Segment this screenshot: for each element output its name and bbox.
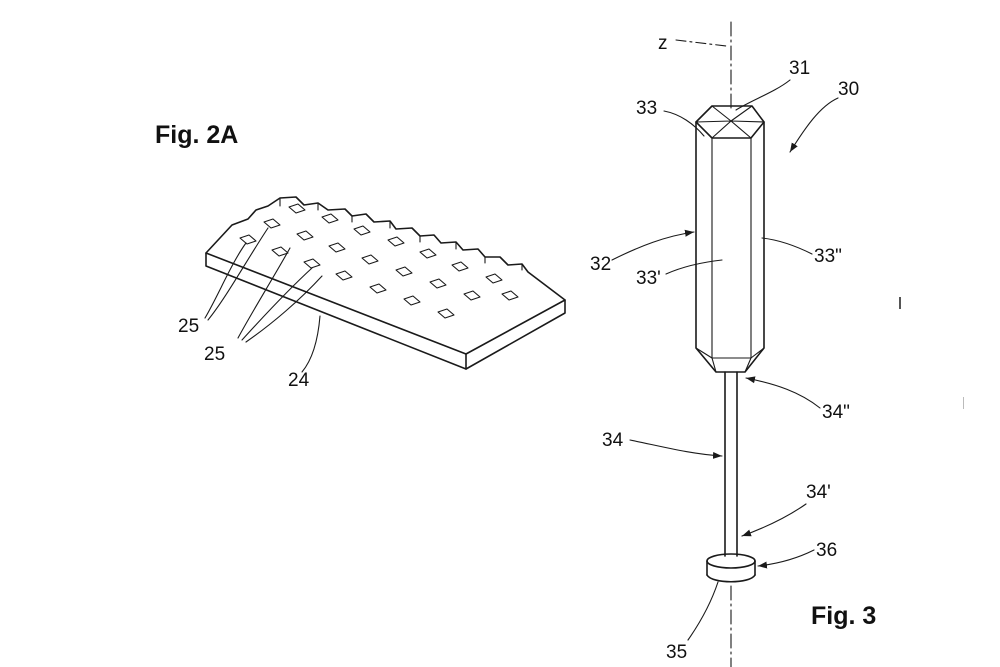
label-30: 30: [838, 79, 859, 100]
leader-33: [663, 110, 705, 137]
figure-2a-title: Fig. 2A: [155, 121, 238, 149]
label-z: z: [658, 33, 668, 54]
leaders-25: [204, 227, 323, 343]
label-34: 34: [602, 430, 624, 451]
prism-body: [695, 105, 765, 373]
cavity-grid: [239, 203, 519, 319]
label-33: 33: [636, 98, 657, 119]
label-32: 32: [590, 254, 611, 275]
label-35: 35: [666, 642, 687, 663]
label-33-prime: 33': [636, 268, 661, 289]
label-24: 24: [288, 370, 310, 391]
leader-34-doubleprime: [745, 376, 821, 409]
leader-31: [735, 79, 791, 111]
label-34-doubleprime: 34": [822, 402, 850, 423]
leader-34-prime: [741, 503, 807, 537]
figure-3: Fig. 3 z 31 30 33: [590, 21, 876, 667]
label-25-b: 25: [204, 344, 225, 365]
label-31: 31: [789, 58, 810, 79]
scan-mark: [899, 297, 901, 309]
grid-plate: [205, 196, 566, 370]
leader-24: [301, 315, 321, 373]
leader-35: [687, 581, 719, 641]
leader-36: [757, 549, 815, 569]
figure-3-title: Fig. 3: [811, 602, 876, 630]
label-33-doubleprime: 33": [814, 246, 842, 267]
disc: [706, 553, 756, 583]
label-36: 36: [816, 540, 837, 561]
leader-30: [789, 97, 839, 153]
leader-33-doubleprime: [761, 237, 813, 255]
label-25-a: 25: [178, 316, 199, 337]
scan-mark: [963, 397, 964, 409]
leader-32: [611, 229, 695, 261]
stem: [724, 371, 738, 557]
figure-2a: Fig. 2A: [155, 121, 566, 391]
leader-34: [629, 439, 723, 459]
leader-33-prime: [665, 259, 723, 275]
label-34-prime: 34': [806, 482, 831, 503]
